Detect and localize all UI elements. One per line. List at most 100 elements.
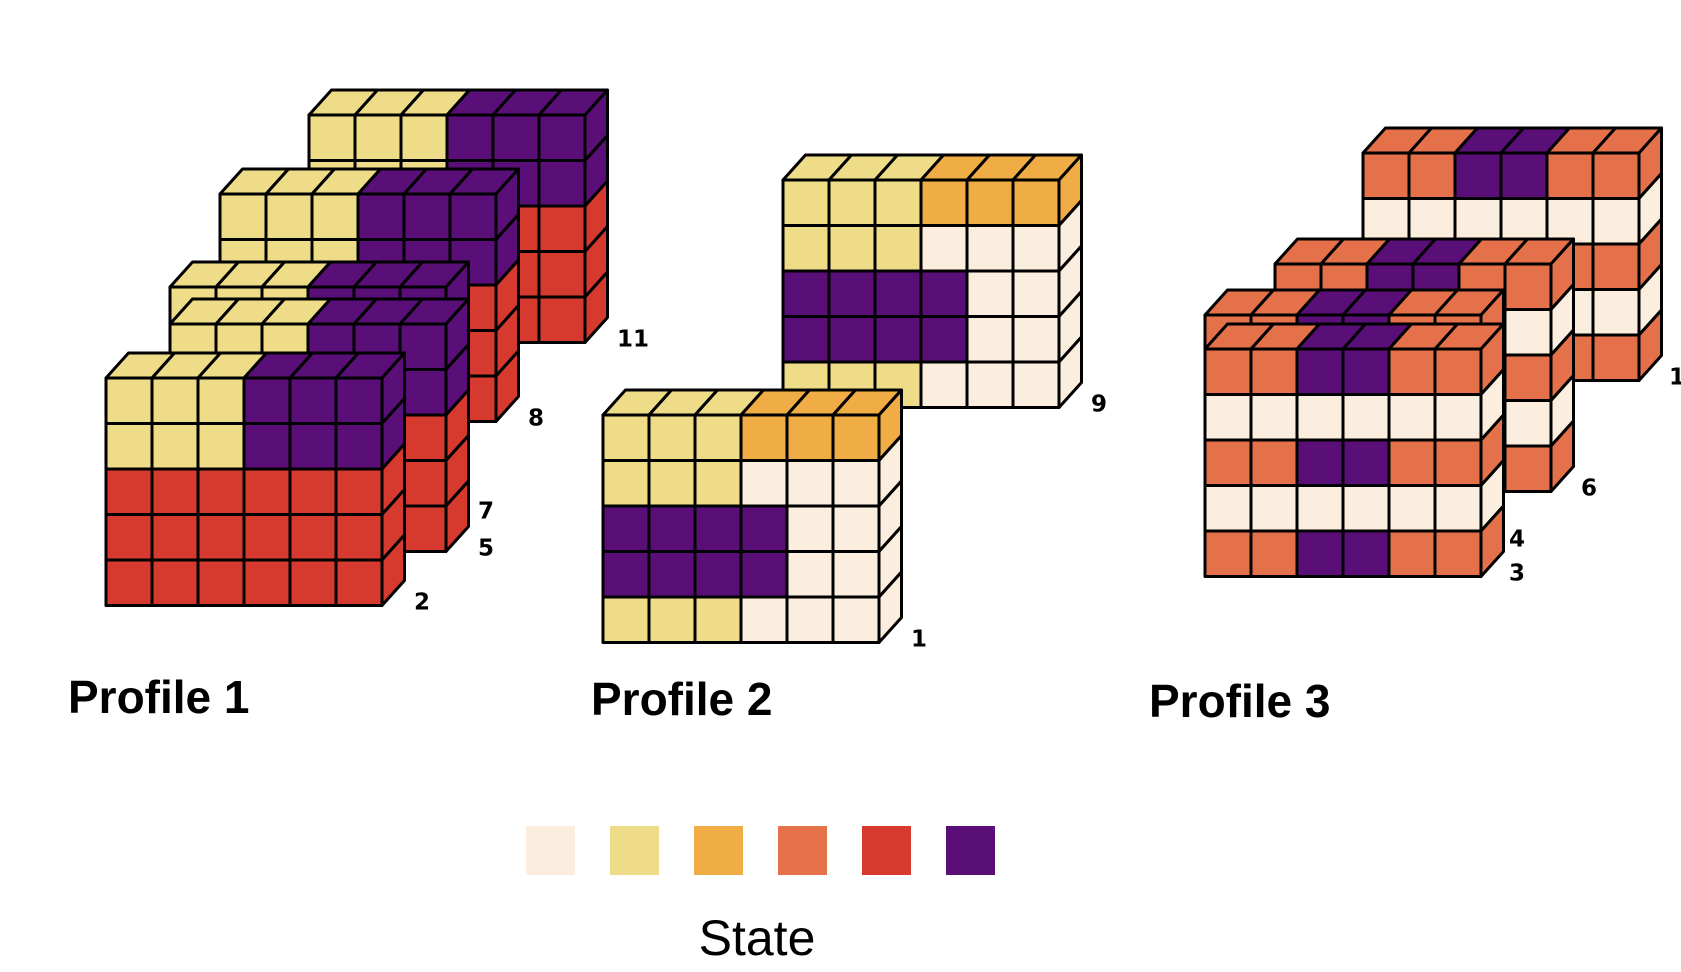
front-cell xyxy=(150,558,200,607)
front-cell xyxy=(827,224,877,273)
side-cell xyxy=(1479,504,1505,578)
front-cell xyxy=(1503,308,1553,357)
front-cell xyxy=(785,459,835,508)
stack-9: 9 xyxy=(781,153,1107,418)
front-cell xyxy=(398,322,448,371)
front-cell xyxy=(647,504,697,553)
stack-label: 5 xyxy=(478,536,494,562)
front-cell xyxy=(1295,529,1345,578)
side-cell xyxy=(1549,419,1575,493)
front-cell xyxy=(827,178,877,227)
stack-2: 2 xyxy=(104,351,430,616)
front-cell xyxy=(1249,438,1299,487)
front-cell xyxy=(1341,438,1391,487)
front-cell xyxy=(601,459,651,508)
profile-2-label: Profile 2 xyxy=(591,673,773,725)
front-cell xyxy=(334,467,384,516)
front-cell xyxy=(448,192,498,241)
front-cell xyxy=(647,595,697,644)
front-cell xyxy=(537,250,587,299)
front-cell xyxy=(781,178,831,227)
front-cell xyxy=(1387,347,1437,396)
front-cell xyxy=(1011,269,1061,318)
front-cell xyxy=(196,558,246,607)
front-cell xyxy=(1295,438,1345,487)
front-cell xyxy=(693,595,743,644)
front-cell xyxy=(693,550,743,599)
front-cell xyxy=(288,376,338,425)
front-cell xyxy=(739,504,789,553)
front-cell xyxy=(242,558,292,607)
front-cell xyxy=(104,376,154,425)
front-cell xyxy=(150,422,200,471)
front-cell xyxy=(831,595,881,644)
front-cell xyxy=(1387,438,1437,487)
front-cell xyxy=(104,422,154,471)
front-cell xyxy=(1295,347,1345,396)
front-cell xyxy=(356,192,406,241)
front-cell xyxy=(398,368,448,417)
front-cell xyxy=(873,178,923,227)
front-cell xyxy=(307,113,357,162)
legend-swatch-state-2 xyxy=(610,826,659,875)
front-cell xyxy=(1503,399,1553,448)
front-cell xyxy=(647,413,697,462)
front-cell xyxy=(1341,347,1391,396)
stack-3: 3 xyxy=(1203,322,1525,587)
front-cell xyxy=(104,467,154,516)
front-cell xyxy=(739,595,789,644)
front-cell xyxy=(827,315,877,364)
front-cell xyxy=(831,413,881,462)
front-cell xyxy=(399,113,449,162)
front-cell xyxy=(601,595,651,644)
front-cell xyxy=(919,269,969,318)
stack-label: 1 xyxy=(911,627,927,653)
front-cell xyxy=(1545,151,1595,200)
legend-swatch-state-6 xyxy=(946,826,995,875)
front-cell xyxy=(1203,529,1253,578)
stack-label: 11 xyxy=(617,327,649,353)
front-cell xyxy=(398,413,448,462)
front-cell xyxy=(1295,484,1345,533)
front-cell xyxy=(1295,393,1345,442)
front-cell xyxy=(353,113,403,162)
front-cell xyxy=(537,295,587,344)
front-cell xyxy=(1361,151,1411,200)
stack-1: 1 xyxy=(601,388,927,653)
stack-label: 7 xyxy=(478,499,494,525)
front-cell xyxy=(1433,438,1483,487)
front-cell xyxy=(1341,529,1391,578)
front-cell xyxy=(242,376,292,425)
front-cell xyxy=(1503,353,1553,402)
front-cell xyxy=(919,315,969,364)
front-cell xyxy=(873,269,923,318)
front-cell xyxy=(1433,393,1483,442)
front-cell xyxy=(334,558,384,607)
front-cell xyxy=(647,550,697,599)
state-legend: State xyxy=(526,826,995,966)
legend-swatch-state-4 xyxy=(778,826,827,875)
stack-label: 9 xyxy=(1091,392,1107,418)
front-cell xyxy=(288,513,338,562)
front-cell xyxy=(1407,151,1457,200)
legend-swatches xyxy=(526,826,995,875)
front-cell xyxy=(310,192,360,241)
front-cell xyxy=(1387,484,1437,533)
side-cell xyxy=(877,570,903,644)
front-cell xyxy=(965,360,1015,409)
front-cell xyxy=(693,504,743,553)
legend-swatch-state-5 xyxy=(862,826,911,875)
front-cell xyxy=(965,178,1015,227)
front-cell xyxy=(288,558,338,607)
front-cell xyxy=(965,315,1015,364)
front-cell xyxy=(1591,333,1641,382)
front-cell xyxy=(647,459,697,508)
front-cell xyxy=(1249,393,1299,442)
front-cell xyxy=(1387,529,1437,578)
front-cell xyxy=(601,504,651,553)
front-cell xyxy=(1499,197,1549,246)
front-cell xyxy=(1433,347,1483,396)
front-cell xyxy=(693,413,743,462)
front-cell xyxy=(601,550,651,599)
front-cell xyxy=(693,459,743,508)
